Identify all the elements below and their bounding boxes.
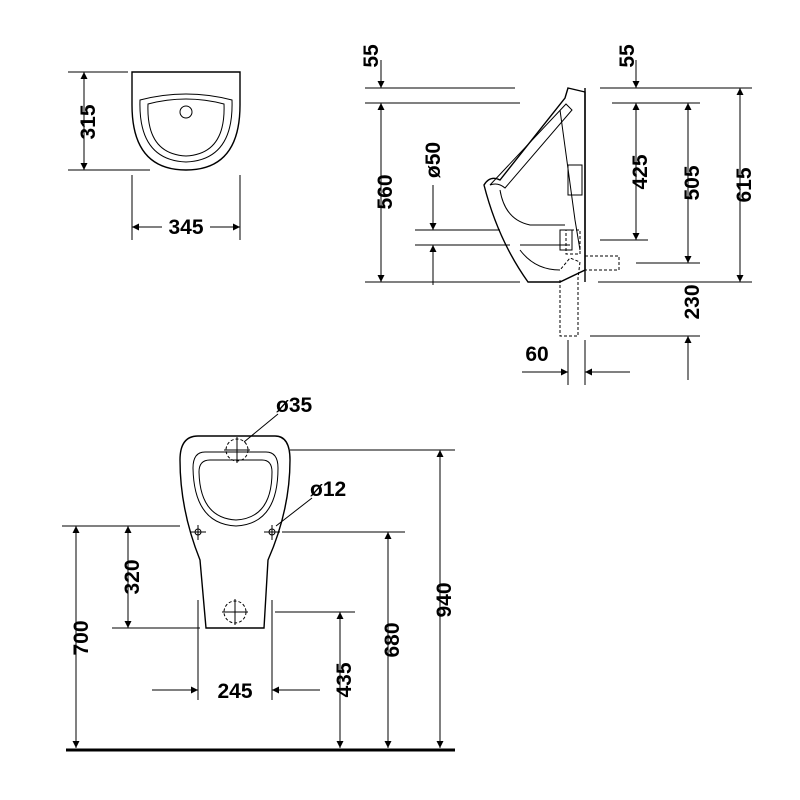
top-view-drain — [179, 105, 193, 119]
dim-425: 425 — [629, 154, 652, 189]
dim-435: 435 — [333, 662, 356, 697]
top-view-bowl-inner — [147, 98, 225, 157]
dim-700: 700 — [70, 620, 93, 655]
dim-615: 615 — [733, 167, 756, 202]
dim-245: 245 — [217, 680, 252, 703]
dim-940: 940 — [433, 582, 456, 617]
waste-pipe — [559, 257, 581, 337]
front-view: ø35 ø12 320 700 245 435 — [62, 394, 456, 752]
dim-345: 345 — [168, 216, 203, 239]
dim-315: 315 — [77, 104, 100, 139]
dim-680: 680 — [381, 622, 404, 657]
dim-55-left: 55 — [360, 44, 383, 68]
dim-230: 230 — [681, 284, 704, 319]
front-view-bowl — [192, 451, 279, 527]
dim-o35: ø35 — [276, 394, 313, 417]
top-view: 315 345 — [68, 71, 241, 240]
dim-320: 320 — [121, 559, 144, 594]
dim-560: 560 — [374, 174, 397, 209]
dim-o50: ø50 — [422, 142, 445, 178]
side-view: 55 560 ø50 55 425 505 615 230 60 — [360, 44, 756, 385]
top-view-bowl — [139, 93, 233, 163]
dim-505: 505 — [681, 165, 704, 200]
inlet-pipe — [584, 255, 620, 271]
dim-o12: ø12 — [310, 478, 346, 501]
dim-60: 60 — [525, 343, 548, 366]
front-view-outline — [179, 435, 291, 629]
dim-55-right: 55 — [616, 44, 639, 68]
top-view-outline — [131, 71, 241, 171]
